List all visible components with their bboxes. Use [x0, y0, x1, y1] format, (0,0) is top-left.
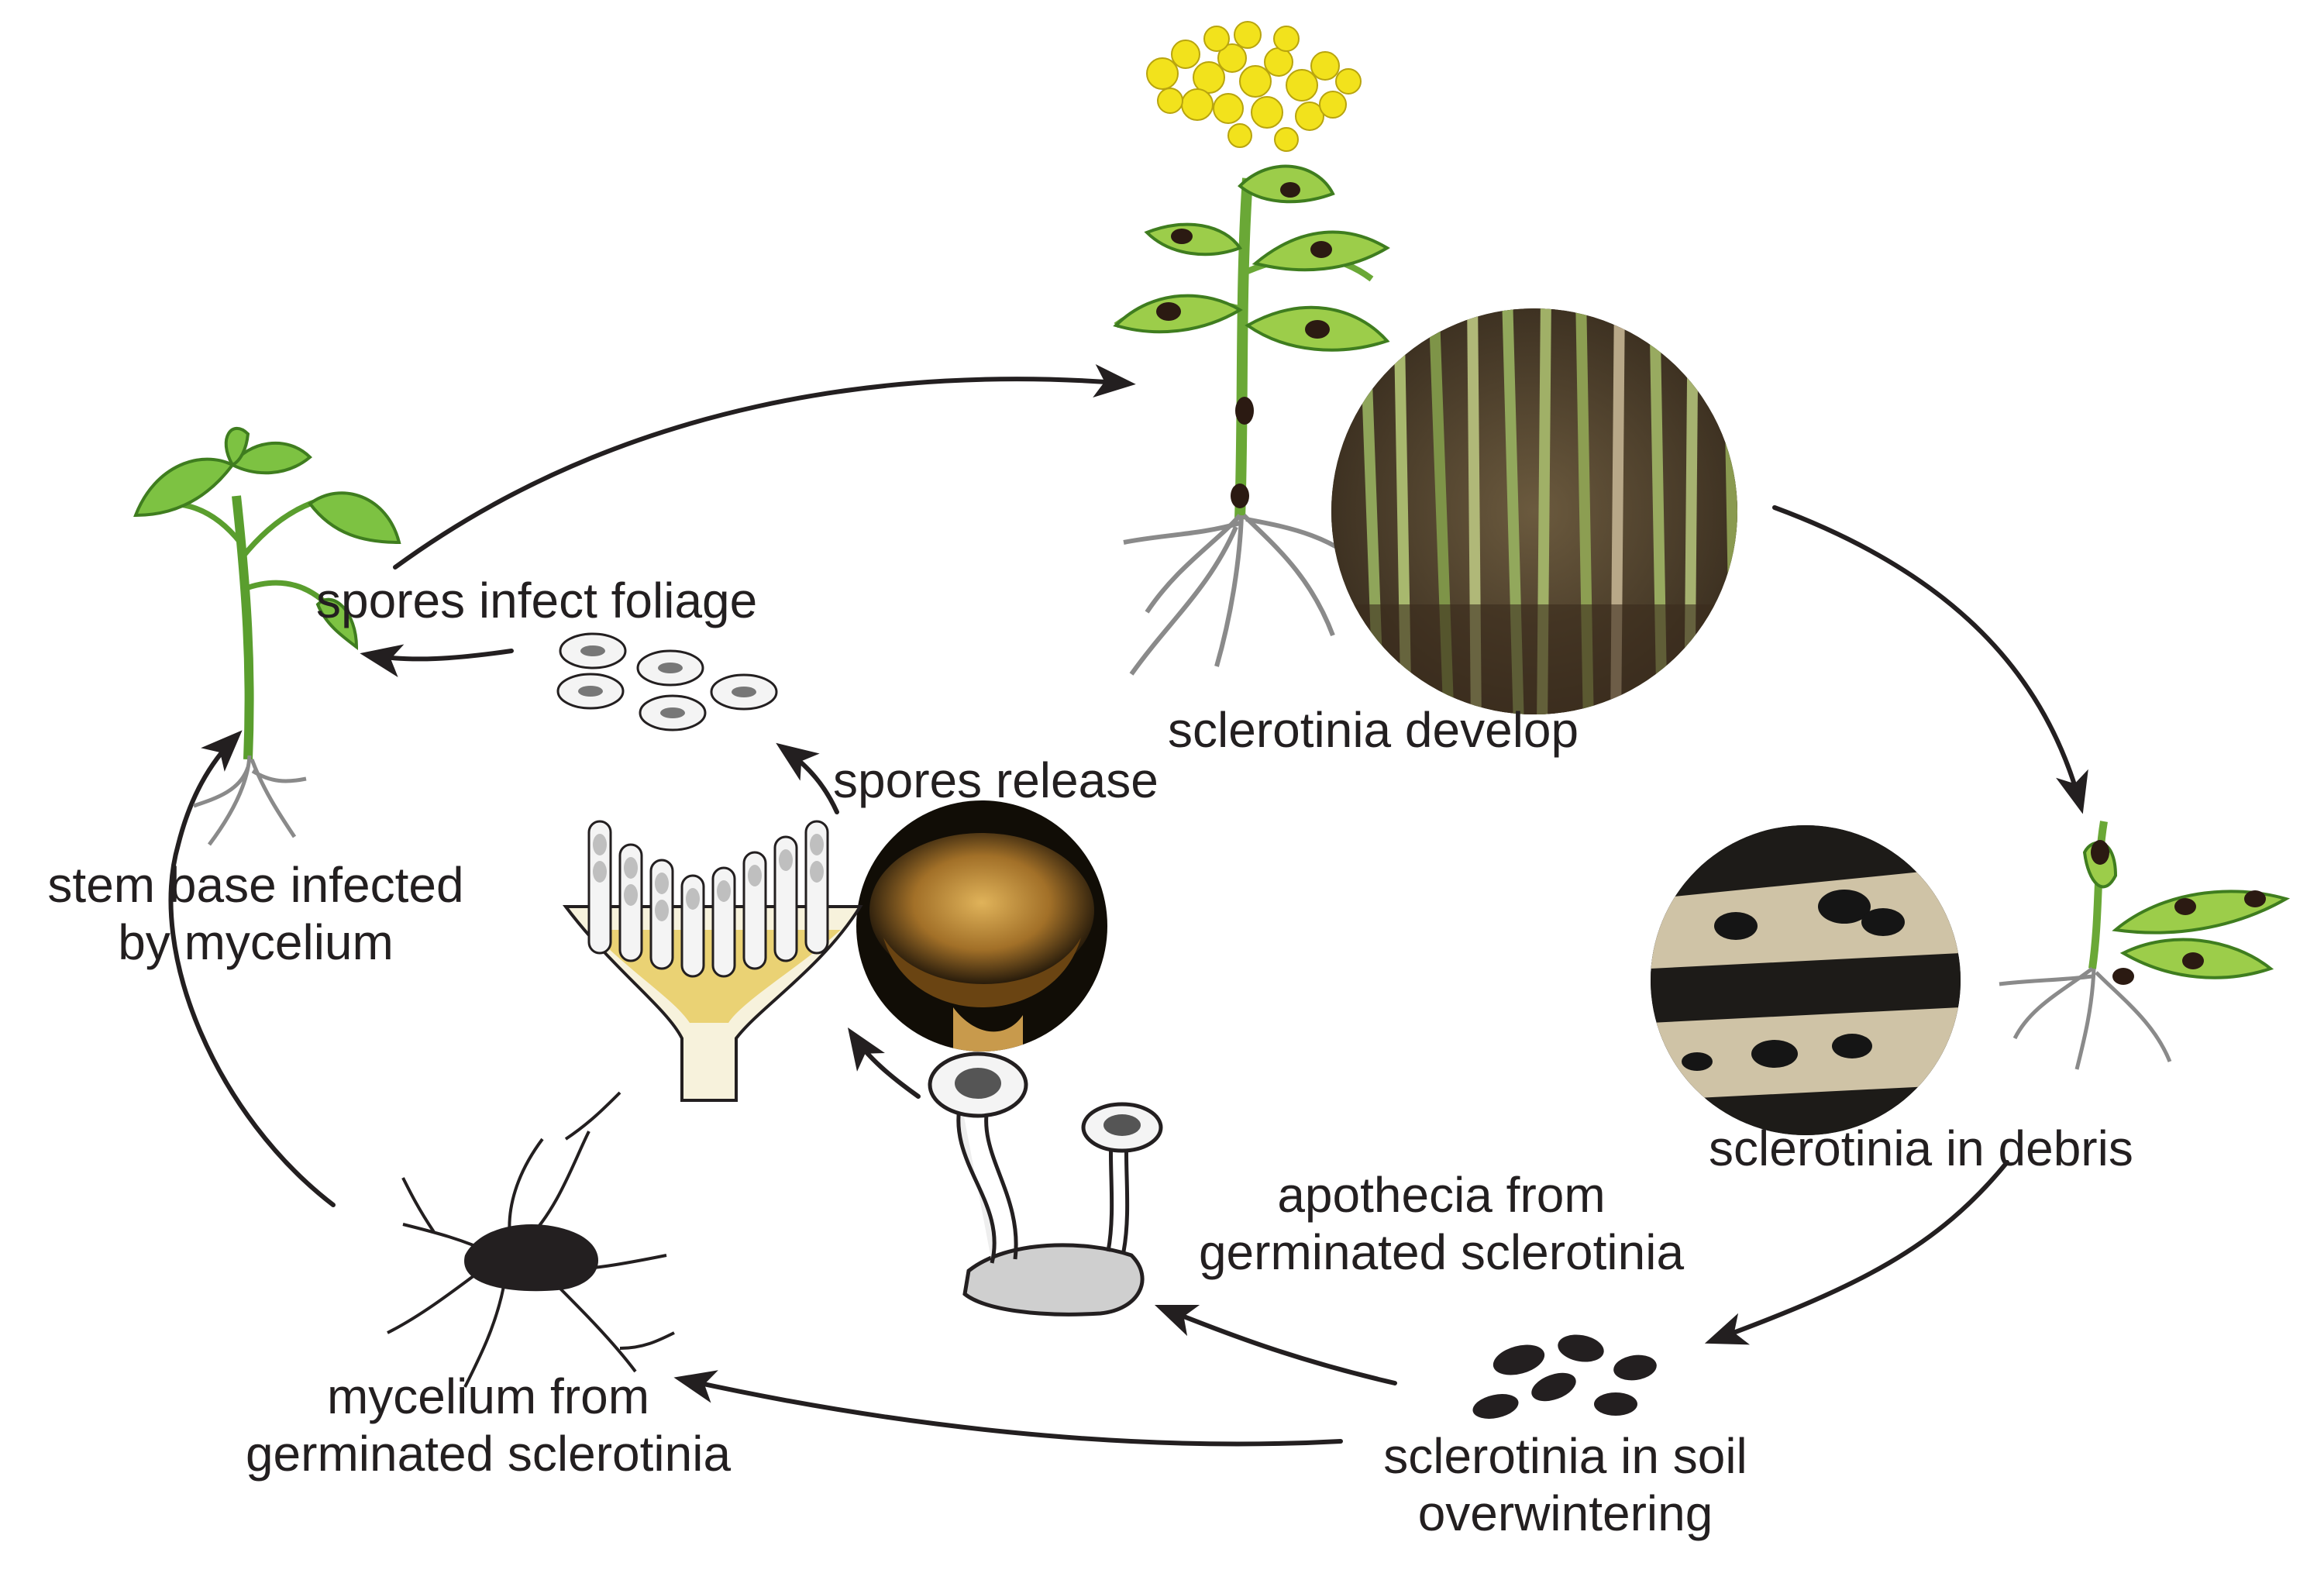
label-mycelium-line1: mycelium from	[326, 1368, 650, 1424]
label-mycelium: mycelium from germinated sclerotinia	[170, 1368, 806, 1482]
label-sclerotinia-in-soil: sclerotinia in soil overwintering	[1286, 1427, 1844, 1542]
cycle-arrows	[168, 363, 2088, 1447]
label-stem-base-line2: by mycelium	[118, 914, 394, 970]
label-sclerotinia-develop: sclerotinia develop	[1168, 702, 1579, 758]
germinating-sclerotium-mycelium-illustration	[387, 1091, 675, 1388]
arrow-ascus-to-spores	[776, 742, 839, 814]
apothecium-cup-photo	[856, 800, 1107, 1052]
infected-seedling-illustration	[133, 426, 401, 846]
asci-cross-section-illustration	[562, 820, 863, 1102]
arrow-soil-to-mycelium	[673, 1370, 1343, 1447]
label-soil-line2: overwintering	[1417, 1485, 1713, 1541]
flowering-rapeseed-illustration	[1113, 21, 1390, 676]
label-spores-release: spores release	[833, 752, 1159, 808]
label-stem-base-line1: stem base infected	[47, 857, 464, 913]
label-apothecia-line1: apothecia from	[1277, 1167, 1606, 1223]
arrow-debris-to-soil	[1704, 1160, 2009, 1345]
apothecia-illustration	[928, 1052, 1163, 1317]
label-apothecia: apothecia from germinated sclerotinia	[1124, 1166, 1759, 1281]
arrow-soil-to-apothecia	[1154, 1304, 1397, 1385]
label-stem-base-infected: stem base infected by mycelium	[8, 856, 504, 971]
ascospores-illustration	[556, 632, 778, 731]
arrow-field-to-debris	[1772, 505, 2088, 814]
label-apothecia-line2: germinated sclerotinia	[1198, 1224, 1685, 1280]
debris-plant-illustration	[1999, 821, 2291, 1070]
arrow-mycelium-to-stem-base	[168, 730, 336, 1207]
label-sclerotinia-in-debris: sclerotinia in debris	[1709, 1120, 2133, 1176]
sclerotia-in-soil-illustration	[1472, 1334, 1657, 1419]
infected-stems-field-photo	[1331, 308, 1737, 714]
arrow-seedling-to-flowering	[393, 363, 1136, 570]
label-mycelium-line2: germinated sclerotinia	[245, 1426, 732, 1482]
arrow-apothecia-to-ascus	[848, 1027, 921, 1099]
sclerotia-in-stem-debris-photo	[1651, 825, 1961, 1135]
label-soil-line1: sclerotinia in soil	[1383, 1428, 1747, 1484]
label-spores-infect-foliage: spores infect foliage	[316, 573, 758, 628]
arrow-spores-to-foliage	[360, 644, 514, 677]
